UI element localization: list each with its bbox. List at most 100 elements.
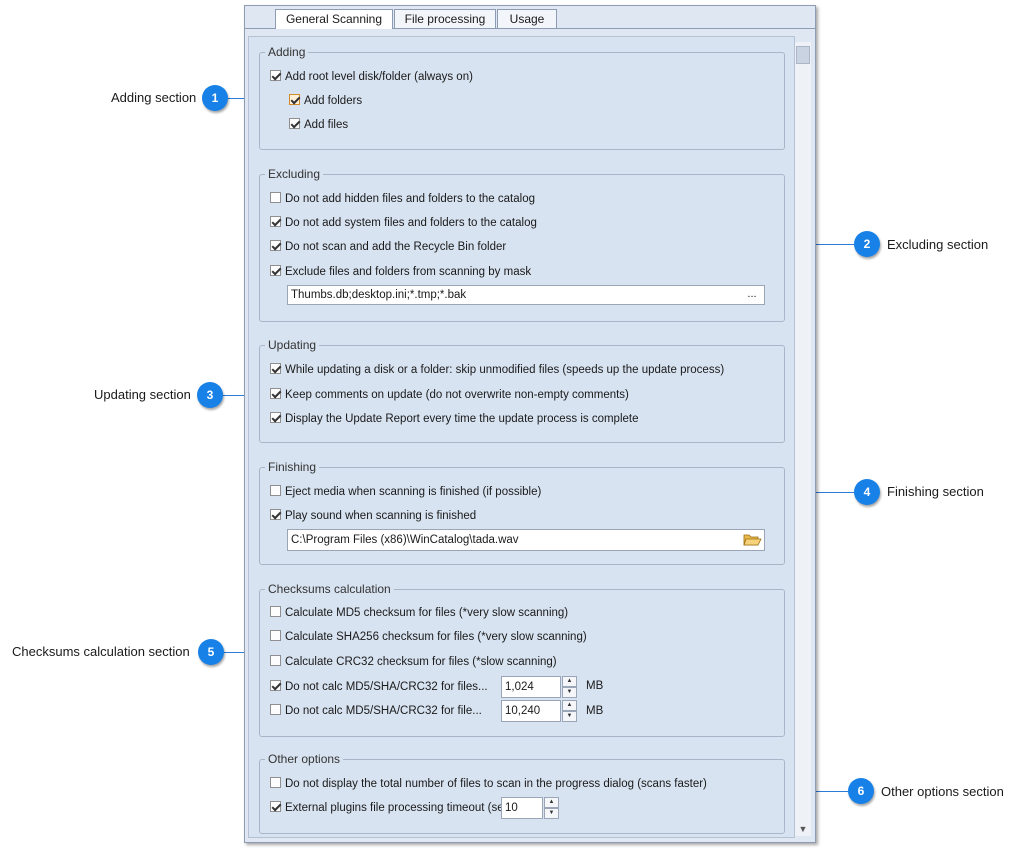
sound-path-input[interactable]: C:\Program Files (x86)\WinCatalog\tada.w…	[287, 529, 765, 551]
callout-label-excluding: Excluding section	[887, 237, 989, 252]
md5-checkbox-row[interactable]: Calculate MD5 checksum for files (*very …	[270, 606, 568, 622]
adding-legend: Adding	[268, 45, 306, 59]
exclude-system-checkbox[interactable]	[270, 216, 281, 228]
md5-checkbox[interactable]	[270, 606, 281, 618]
no-total-checkbox-row[interactable]: Do not display the total number of files…	[270, 777, 707, 793]
exclude-mask-browse-button[interactable]: ...	[747, 288, 757, 300]
limit1-input[interactable]: 1,024	[501, 676, 561, 698]
excluding-group: Excluding	[259, 167, 785, 322]
add-root-label: Add root level disk/folder (always on)	[285, 71, 473, 83]
timeout-input[interactable]: 10	[501, 797, 543, 819]
exclude-mask-checkbox[interactable]	[270, 265, 281, 277]
excluding-legend: Excluding	[268, 167, 321, 181]
exclude-hidden-checkbox-row[interactable]: Do not add hidden files and folders to t…	[270, 192, 535, 208]
finishing-group: Finishing	[259, 460, 785, 565]
add-files-checkbox-row[interactable]: Add files	[289, 118, 348, 134]
plugins-timeout-checkbox[interactable]	[270, 801, 281, 813]
exclude-mask-label: Exclude files and folders from scanning …	[285, 266, 532, 278]
crc32-label: Calculate CRC32 checksum for files (*slo…	[285, 656, 557, 668]
exclude-mask-checkbox-row[interactable]: Exclude files and folders from scanning …	[270, 265, 531, 281]
exclude-mask-input[interactable]: Thumbs.db;desktop.ini;*.tmp;*.bak ...	[287, 285, 765, 305]
display-report-label: Display the Update Report every time the…	[285, 413, 639, 425]
scroll-down-icon[interactable]: ▼	[798, 824, 808, 834]
limit2-unit: MB	[586, 705, 604, 717]
add-folders-label: Add folders	[304, 95, 363, 107]
sha256-checkbox[interactable]	[270, 630, 281, 642]
exclude-recycle-label: Do not scan and add the Recycle Bin fold…	[285, 241, 507, 253]
add-files-label: Add files	[304, 119, 349, 131]
display-report-checkbox-row[interactable]: Display the Update Report every time the…	[270, 412, 639, 428]
limit2-checkbox-row[interactable]: Do not calc MD5/SHA/CRC32 for file...	[270, 704, 482, 720]
limit1-checkbox-row[interactable]: Do not calc MD5/SHA/CRC32 for files...	[270, 680, 488, 696]
finishing-legend: Finishing	[268, 460, 317, 474]
limit2-input[interactable]: 10,240	[501, 700, 561, 722]
add-folders-checkbox[interactable]	[289, 94, 300, 106]
keep-comments-checkbox-row[interactable]: Keep comments on update (do not overwrit…	[270, 388, 629, 404]
callout-label-updating: Updating section	[94, 387, 191, 402]
tab-file-processing[interactable]: File processing	[394, 9, 496, 28]
callout-badge-other: 6	[848, 778, 874, 804]
other-options-group: Other options	[259, 752, 785, 834]
play-sound-checkbox[interactable]	[270, 509, 281, 521]
eject-media-label: Eject media when scanning is finished (i…	[285, 486, 542, 498]
skip-unmodified-checkbox-row[interactable]: While updating a disk or a folder: skip …	[270, 363, 724, 379]
exclude-recycle-checkbox[interactable]	[270, 240, 281, 252]
limit2-spinner[interactable]: ▲ ▼	[562, 700, 577, 722]
adding-group: Adding	[259, 45, 785, 150]
crc32-checkbox[interactable]	[270, 655, 281, 667]
tab-general-scanning[interactable]: General Scanning	[275, 9, 393, 29]
exclude-hidden-checkbox[interactable]	[270, 192, 281, 204]
limit2-down-icon[interactable]: ▼	[562, 711, 577, 722]
scrollbar-thumb[interactable]	[796, 46, 810, 64]
skip-unmodified-label: While updating a disk or a folder: skip …	[285, 364, 725, 376]
tab-strip: General Scanning File processing Usage	[245, 6, 815, 29]
add-root-checkbox-row[interactable]: Add root level disk/folder (always on)	[270, 70, 473, 86]
vertical-scrollbar[interactable]: ▼	[795, 42, 811, 836]
keep-comments-checkbox[interactable]	[270, 388, 281, 400]
limit1-down-icon[interactable]: ▼	[562, 687, 577, 698]
callout-badge-finishing: 4	[854, 479, 880, 505]
limit2-label: Do not calc MD5/SHA/CRC32 for file...	[285, 705, 482, 717]
display-report-checkbox[interactable]	[270, 412, 281, 424]
crc32-checkbox-row[interactable]: Calculate CRC32 checksum for files (*slo…	[270, 655, 557, 671]
general-scanning-page: Adding Add root level disk/folder (alway…	[248, 36, 795, 838]
limit1-checkbox[interactable]	[270, 680, 281, 692]
callout-badge-updating: 3	[197, 382, 223, 408]
limit1-spinner[interactable]: ▲ ▼	[562, 676, 577, 698]
plugins-timeout-checkbox-row[interactable]: External plugins file processing timeout…	[270, 801, 513, 817]
tab-usage[interactable]: Usage	[497, 9, 557, 28]
sha256-checkbox-row[interactable]: Calculate SHA256 checksum for files (*ve…	[270, 630, 587, 646]
timeout-down-icon[interactable]: ▼	[544, 808, 559, 819]
callout-label-other: Other options section	[881, 784, 1004, 799]
limit1-label: Do not calc MD5/SHA/CRC32 for files...	[285, 681, 488, 693]
play-sound-checkbox-row[interactable]: Play sound when scanning is finished	[270, 509, 476, 525]
timeout-up-icon[interactable]: ▲	[544, 797, 559, 808]
callout-label-finishing: Finishing section	[887, 484, 984, 499]
play-sound-label: Play sound when scanning is finished	[285, 510, 477, 522]
skip-unmodified-checkbox[interactable]	[270, 363, 281, 375]
open-folder-icon[interactable]	[742, 531, 762, 547]
exclude-system-checkbox-row[interactable]: Do not add system files and folders to t…	[270, 216, 537, 232]
no-total-checkbox[interactable]	[270, 777, 281, 789]
callout-label-checksums: Checksums calculation section	[12, 644, 190, 659]
add-folders-checkbox-row[interactable]: Add folders	[289, 94, 362, 110]
keep-comments-label: Keep comments on update (do not overwrit…	[285, 389, 629, 401]
sha256-label: Calculate SHA256 checksum for files (*ve…	[285, 631, 587, 643]
limit1-up-icon[interactable]: ▲	[562, 676, 577, 687]
eject-media-checkbox[interactable]	[270, 485, 281, 497]
callout-badge-adding: 1	[202, 85, 228, 111]
checksums-legend: Checksums calculation	[268, 582, 391, 596]
no-total-label: Do not display the total number of files…	[285, 778, 707, 790]
checksums-group: Checksums calculation	[259, 582, 785, 737]
add-root-checkbox[interactable]	[270, 70, 281, 82]
limit2-checkbox[interactable]	[270, 704, 281, 716]
limit1-unit: MB	[586, 680, 604, 692]
updating-group: Updating	[259, 338, 785, 443]
add-files-checkbox[interactable]	[289, 118, 300, 130]
callout-badge-excluding: 2	[854, 231, 880, 257]
limit2-up-icon[interactable]: ▲	[562, 700, 577, 711]
timeout-spinner[interactable]: ▲ ▼	[544, 797, 559, 819]
plugins-timeout-label: External plugins file processing timeout…	[285, 802, 514, 814]
eject-media-checkbox-row[interactable]: Eject media when scanning is finished (i…	[270, 485, 541, 501]
exclude-recycle-checkbox-row[interactable]: Do not scan and add the Recycle Bin fold…	[270, 240, 506, 256]
